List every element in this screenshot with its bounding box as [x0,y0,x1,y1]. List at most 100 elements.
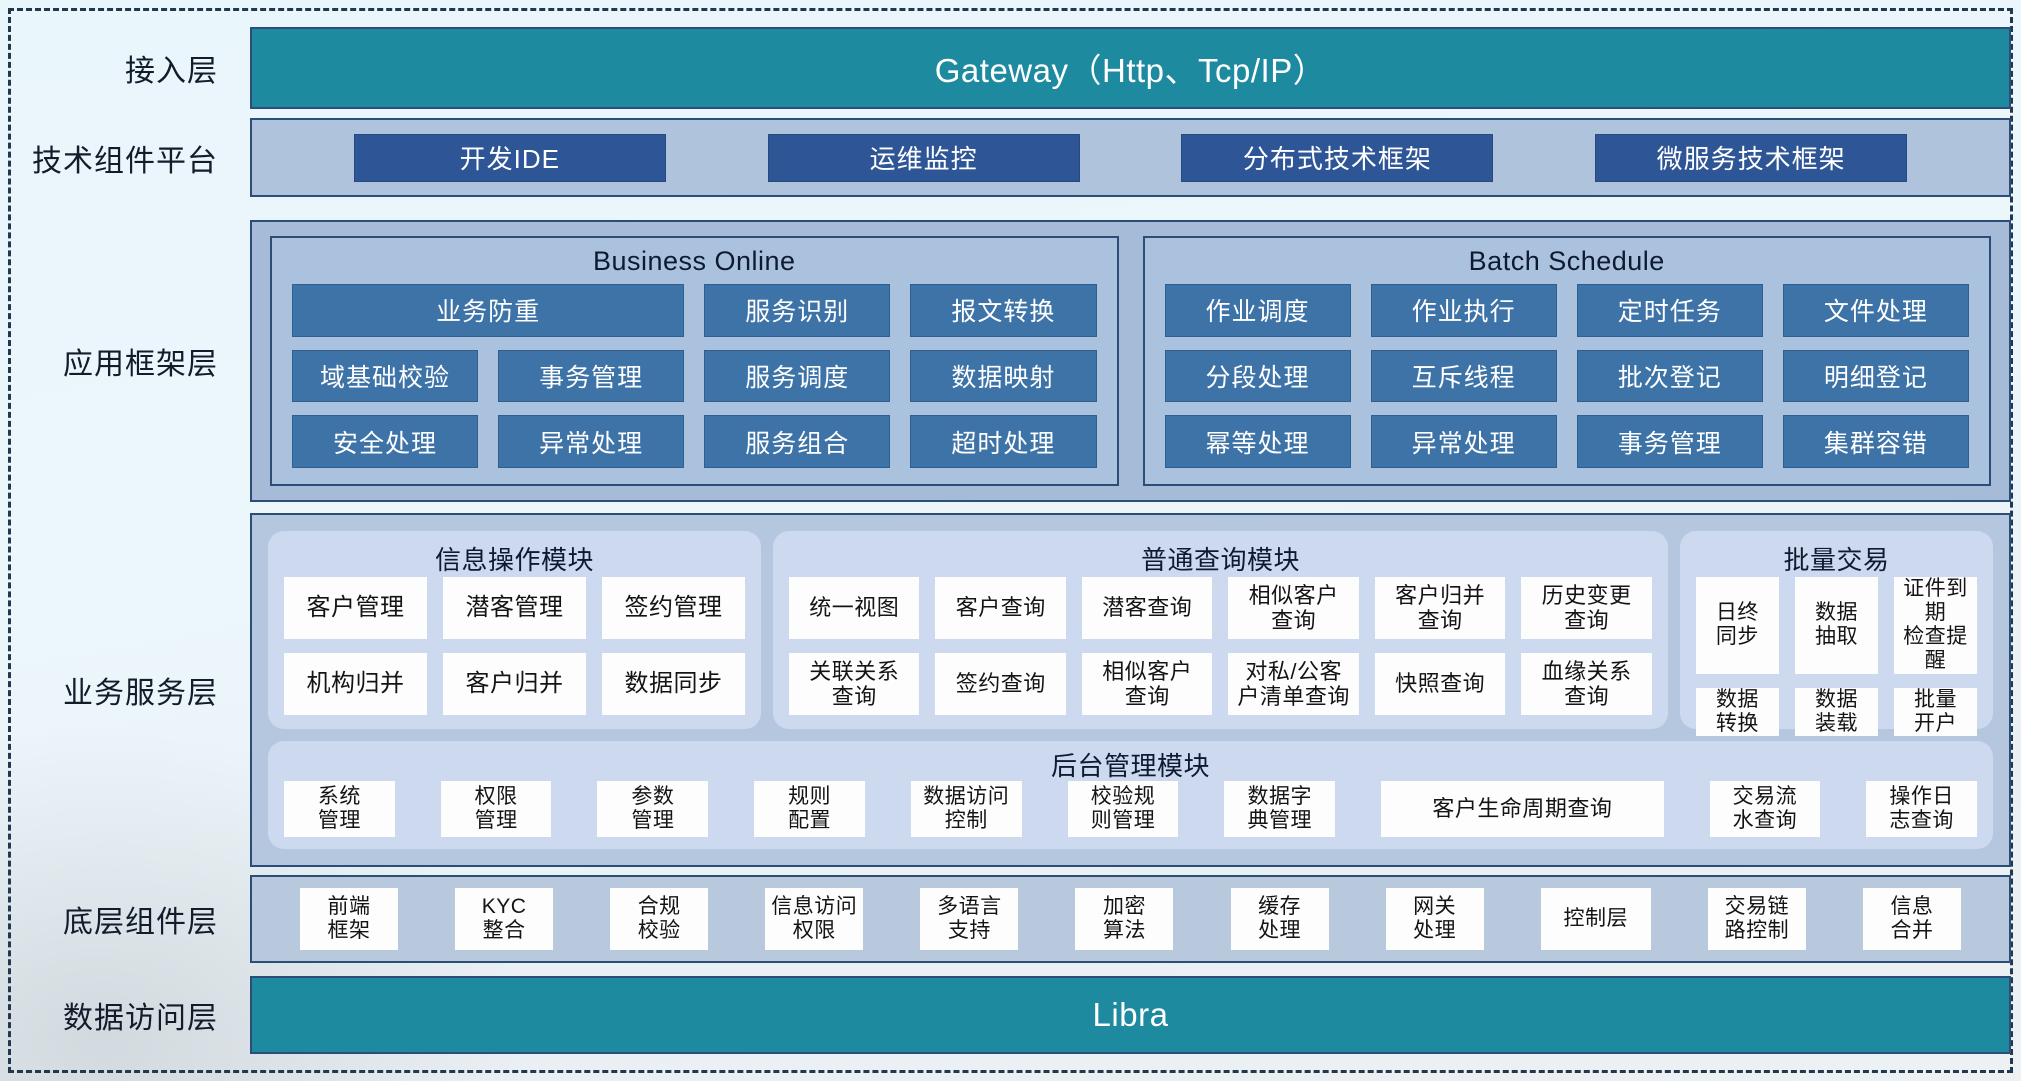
framework-button: 文件处理 [1782,284,1969,337]
module-card: 对私/公客 户清单查询 [1228,653,1359,715]
module-card: 交易流 水查询 [1709,781,1821,837]
module-card: 证件到期 检查提醒 [1893,577,1977,674]
component-card: 交易链 路控制 [1707,888,1806,950]
admin-management-module: 后台管理模块 系统 管理 权限 管理 参数 管理 规则 配置 数据访问 控制 校… [268,741,1993,849]
tech-button-ops-monitor: 运维监控 [767,133,1080,182]
module-card: 客户归并 查询 [1374,577,1506,639]
info-module-title: 信息操作模块 [434,544,594,575]
module-card: 操作日 志查询 [1866,781,1977,837]
query-module-cards: 统一视图 客户查询 潜客查询 相似客户 查询 客户归并 查询 历史变更 查询 关… [788,577,1652,715]
framework-button: 分段处理 [1164,349,1351,403]
module-card: 相似客户 查询 [1228,577,1359,639]
module-card: 客户生命周期查询 [1381,781,1664,837]
module-card: 快照查询 [1374,653,1506,715]
batch-schedule-group: Batch Schedule 作业调度 作业执行 定时任务 文件处理 分段处理 … [1142,236,1991,486]
framework-button: 业务防重 [292,284,685,337]
framework-button: 服务调度 [704,349,891,403]
tech-platform-row: 技术组件平台 开发IDE 运维监控 分布式技术框架 微服务技术框架 [0,118,2021,197]
layer-label-app-framework: 应用框架层 [63,348,218,381]
batch-module-title: 批量交易 [1783,544,1890,575]
framework-button: 集群容错 [1782,415,1969,468]
gateway-bar: Gateway（Http、Tcp/IP） [250,27,2011,109]
base-component-row: 底层组件层 前端 框架 KYC 整合 合规 校验 信息访问 权限 多语言 支持 … [0,875,2021,963]
query-module-title: 普通查询模块 [1140,544,1300,575]
layer-label-business-service: 业务服务层 [63,677,218,710]
module-card: 潜客管理 [442,577,586,639]
framework-button: 批次登记 [1576,349,1763,403]
framework-button: 幂等处理 [1164,415,1351,468]
tech-platform-panel: 开发IDE 运维监控 分布式技术框架 微服务技术框架 [250,118,2011,197]
module-card: 数据 转换 [1695,687,1779,736]
module-card: 数据访问 控制 [910,781,1022,837]
module-card: 相似客户 查询 [1081,653,1213,715]
framework-button: 事务管理 [1576,415,1763,468]
framework-button: 明细登记 [1782,349,1969,403]
module-card: 历史变更 查询 [1521,577,1652,639]
module-card: 客户管理 [284,577,427,639]
business-online-title: Business Online [592,245,796,276]
framework-button: 异常处理 [498,415,685,468]
layer-label-access: 接入层 [125,55,218,88]
component-card: 控制层 [1540,888,1651,950]
batch-schedule-title: Batch Schedule [1468,245,1665,276]
framework-button: 作业调度 [1164,284,1351,337]
app-framework-panel: Business Online 业务防重 服务识别 报文转换 域基础校验 事务管… [250,220,2011,502]
component-card: 网关 处理 [1385,888,1484,950]
module-card: 校验规 则管理 [1067,781,1179,837]
module-card: 数据字 典管理 [1224,781,1336,837]
module-card: 数据同步 [601,653,745,715]
app-framework-row: 应用框架层 Business Online 业务防重 服务识别 报文转换 域基础… [0,220,2021,502]
framework-button: 报文转换 [910,284,1097,337]
component-card: 合规 校验 [610,888,709,950]
module-card: 权限 管理 [440,781,552,837]
component-card: 多语言 支持 [920,888,1019,950]
module-card: 数据 抽取 [1794,577,1878,674]
module-card: 参数 管理 [597,781,709,837]
batch-schedule-grid: 作业调度 作业执行 定时任务 文件处理 分段处理 互斥线程 批次登记 明细登记 … [1145,284,1990,484]
tech-button-microservice-framework: 微服务技术框架 [1595,133,1908,182]
business-online-grid: 业务防重 服务识别 报文转换 域基础校验 事务管理 服务调度 数据映射 安全处理… [272,284,1117,484]
component-card: 前端 框架 [300,888,398,950]
module-card: 血缘关系 查询 [1521,653,1652,715]
framework-button: 超时处理 [910,415,1097,468]
admin-module-cards: 系统 管理 权限 管理 参数 管理 规则 配置 数据访问 控制 校验规 则管理 … [284,781,1977,837]
module-card: 日终 同步 [1695,577,1779,674]
business-online-group: Business Online 业务防重 服务识别 报文转换 域基础校验 事务管… [270,236,1119,486]
framework-button: 服务组合 [704,415,891,468]
module-card: 批量 开户 [1893,687,1977,736]
business-service-row: 业务服务层 信息操作模块 客户管理 潜客管理 签约管理 机构归并 客户归并 数据… [0,513,2021,867]
data-access-row: 数据访问层 Libra [0,976,2021,1054]
module-card: 统一视图 [788,577,920,639]
access-layer-row: 接入层 Gateway（Http、Tcp/IP） [0,27,2021,109]
framework-button: 域基础校验 [292,349,479,403]
libra-bar: Libra [250,976,2011,1054]
component-card: 信息访问 权限 [765,888,864,950]
module-card: 关联关系 查询 [788,653,920,715]
framework-button: 数据映射 [910,349,1097,403]
service-modules-row: 信息操作模块 客户管理 潜客管理 签约管理 机构归并 客户归并 数据同步 普通查… [268,531,1993,736]
component-card: 加密 算法 [1075,888,1174,950]
framework-button: 作业执行 [1370,284,1557,337]
layer-label-data-access: 数据访问层 [63,1002,218,1035]
admin-module-title: 后台管理模块 [1050,750,1210,781]
module-card: 系统 管理 [284,781,395,837]
tech-button-dev-ide: 开发IDE [353,133,666,182]
layer-label-tech-platform: 技术组件平台 [32,144,218,178]
module-card: 签约查询 [935,653,1066,715]
framework-button: 事务管理 [498,349,685,403]
module-card: 签约管理 [601,577,745,639]
component-card: 信息 合并 [1862,888,1961,950]
module-card: 客户归并 [442,653,586,715]
info-module-cards: 客户管理 潜客管理 签约管理 机构归并 客户归并 数据同步 [284,577,745,715]
framework-button: 服务识别 [704,284,891,337]
module-card: 规则 配置 [754,781,865,837]
framework-button: 互斥线程 [1370,349,1557,403]
component-card: KYC 整合 [455,888,554,950]
framework-button: 异常处理 [1370,415,1557,468]
batch-transaction-module: 批量交易 日终 同步 数据 抽取 证件到期 检查提醒 数据 转换 数据 装载 批… [1679,531,1993,736]
component-card: 缓存 处理 [1230,888,1329,950]
base-component-panel: 前端 框架 KYC 整合 合规 校验 信息访问 权限 多语言 支持 加密 算法 … [250,875,2011,963]
info-operation-module: 信息操作模块 客户管理 潜客管理 签约管理 机构归并 客户归并 数据同步 [268,531,761,729]
general-query-module: 普通查询模块 统一视图 客户查询 潜客查询 相似客户 查询 客户归并 查询 历史… [772,531,1668,729]
